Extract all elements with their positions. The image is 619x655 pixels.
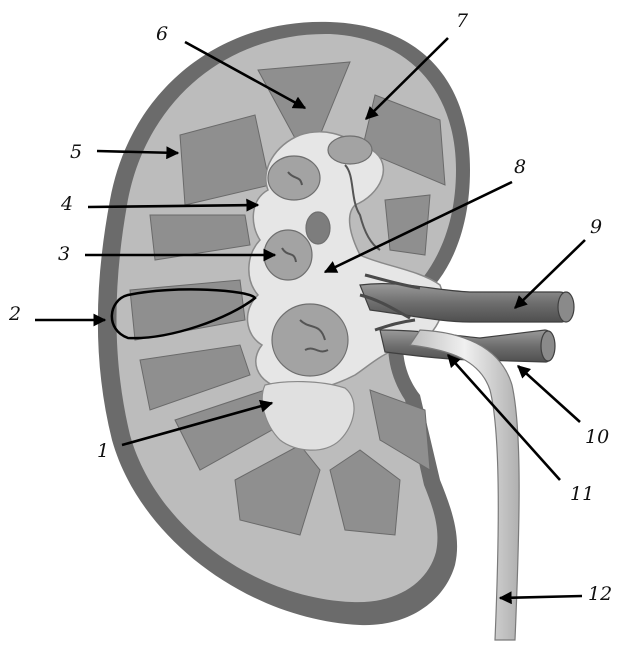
label-2: 2 xyxy=(9,305,21,324)
label-7: 7 xyxy=(456,12,468,31)
label-12: 12 xyxy=(588,585,612,604)
label-4: 4 xyxy=(61,195,73,214)
label-11: 11 xyxy=(570,485,594,504)
label-9: 9 xyxy=(590,218,602,237)
label-1: 1 xyxy=(97,442,109,461)
label-8: 8 xyxy=(514,158,526,177)
arrow-10 xyxy=(518,366,580,422)
label-10: 10 xyxy=(585,428,609,447)
label-3: 3 xyxy=(58,245,70,264)
label-6: 6 xyxy=(156,25,168,44)
label-5: 5 xyxy=(70,143,82,162)
